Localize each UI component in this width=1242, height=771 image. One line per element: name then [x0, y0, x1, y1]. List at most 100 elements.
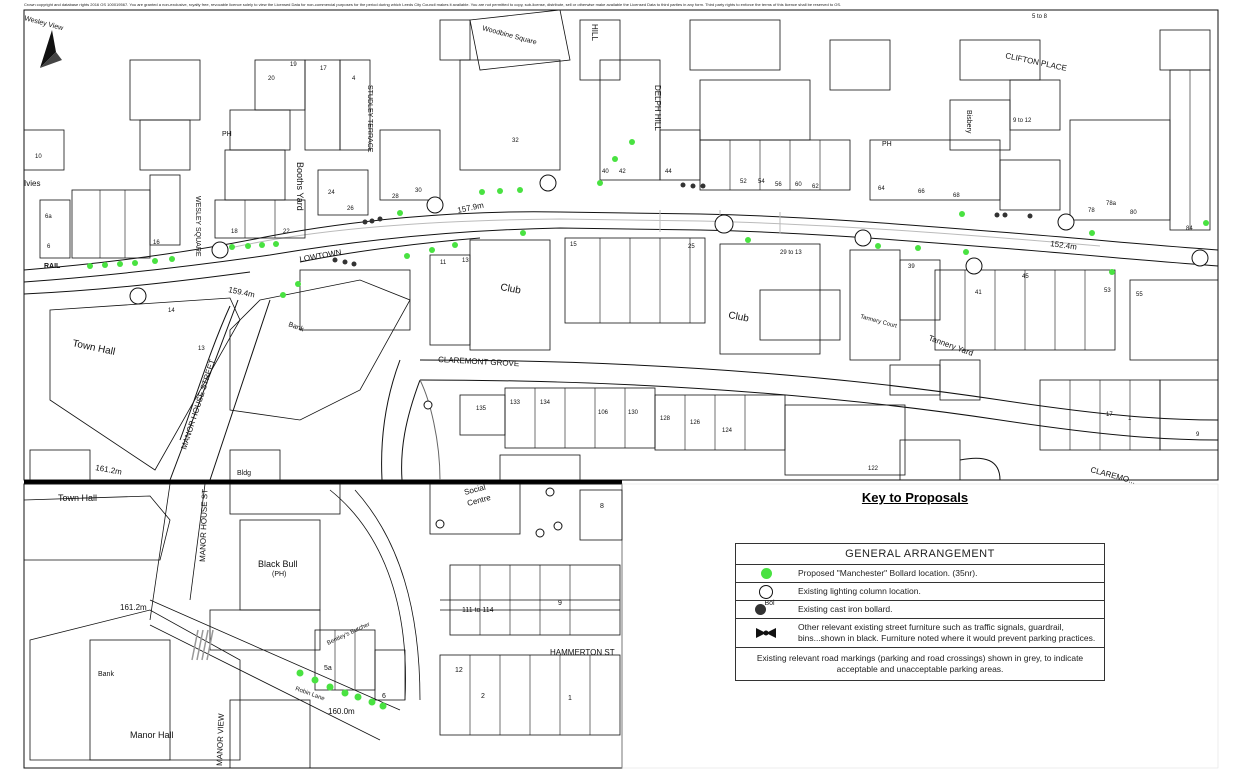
lighting-columns-top	[129, 174, 1209, 305]
house-number: 32	[512, 138, 519, 144]
house-number: 10	[35, 154, 42, 160]
claremont-grove-road	[381, 359, 1219, 481]
house-number: 55	[1136, 292, 1143, 298]
key-row-text: Proposed "Manchester" Bollard location. …	[798, 568, 978, 578]
house-number: 78	[1088, 208, 1095, 214]
house-number: 16	[153, 240, 160, 246]
house-number: 18	[231, 229, 238, 235]
house-number: 4	[352, 76, 356, 82]
house-number: 11	[440, 260, 447, 266]
key-row-bollard: Proposed "Manchester" Bollard location. …	[736, 565, 1104, 583]
house-number: 60	[795, 182, 802, 188]
cast-iron-bollards-top	[332, 182, 1033, 267]
house-number: 26	[347, 206, 354, 212]
house-number: 130	[628, 410, 639, 416]
bol-label: Bol	[764, 600, 775, 607]
house-number: 52	[740, 179, 747, 185]
place-ph-1: PH	[222, 131, 232, 138]
house-number: 24	[328, 190, 335, 196]
key-header: GENERAL ARRANGEMENT	[736, 544, 1104, 565]
house-number: 133	[510, 400, 521, 406]
house-number: 15	[570, 242, 577, 248]
house-number: 30	[415, 188, 422, 194]
proposed-bollards-top	[87, 139, 1209, 298]
street-booths-yard: Booths Yard	[295, 162, 305, 211]
green-dot-icon	[760, 568, 772, 579]
house-number: 1	[1128, 416, 1132, 422]
bowtie-icon	[756, 628, 776, 638]
house-number: 13	[198, 346, 205, 352]
street-hill: HILL	[590, 24, 599, 41]
label-ivies: Ivies	[24, 179, 40, 188]
north-arrow-icon: N	[40, 30, 62, 68]
house-number: 62	[812, 184, 819, 190]
street-studley-terrace: STUDLEY TERRACE	[366, 85, 373, 153]
house-number: 9 to 12	[1013, 118, 1032, 124]
house-number: 56	[775, 182, 782, 188]
house-number: 25	[688, 244, 695, 250]
house-number: 126	[690, 420, 701, 426]
key-row-text: Existing lighting column location.	[798, 586, 921, 596]
house-number: 64	[878, 186, 885, 192]
key-title: Key to Proposals	[861, 490, 969, 505]
key-row-lighting: Existing lighting column location.	[736, 583, 1104, 601]
house-number: 6a	[45, 214, 52, 220]
level-152-4: 152.4m	[1050, 239, 1078, 252]
house-number: 80	[1130, 210, 1137, 216]
house-number: 19	[290, 62, 297, 68]
house-number: 22	[283, 229, 290, 235]
lowtown-road	[23, 211, 1219, 295]
key-row-cast-iron: Bol Existing cast iron bollard.	[736, 600, 1104, 619]
key-note: Existing relevant road markings (parking…	[756, 653, 1084, 674]
house-number: 53	[1104, 288, 1111, 294]
label-rail: RAIL	[44, 263, 61, 270]
house-number: 9	[1196, 432, 1200, 438]
house-number: 29 to 13	[780, 250, 802, 256]
house-number: 128	[660, 416, 671, 422]
house-number: 135	[476, 406, 487, 412]
street-bisbery: Bisbery	[965, 110, 972, 134]
street-delph-hill: DELPH HILL	[653, 85, 662, 131]
place-club-1: Club	[499, 282, 522, 296]
street-claremont-grove: CLAREMONT GROVE	[438, 355, 520, 368]
house-number: 13	[462, 258, 469, 264]
house-number: 84	[1186, 226, 1193, 232]
key-row-text: Other relevant existing street furniture…	[798, 622, 1096, 643]
house-number: 106	[598, 410, 609, 416]
street-wesley-square: WESLEY SQUARE	[194, 196, 201, 257]
house-number: 122	[868, 466, 879, 472]
house-number: 54	[758, 179, 765, 185]
house-number: 39	[908, 264, 915, 270]
house-number: 78a	[1106, 201, 1117, 207]
house-number: 5 to 8	[1032, 14, 1048, 20]
place-ph-2: PH	[882, 141, 892, 148]
house-number: 41	[975, 290, 982, 296]
place-bldg: Bldg	[237, 470, 251, 477]
house-number: 66	[918, 189, 925, 195]
house-number: 6	[47, 244, 51, 250]
copyright-notice: Crown copyright and database rights 2016…	[24, 2, 842, 7]
house-number: 20	[268, 76, 275, 82]
house-number: 45	[1022, 274, 1029, 280]
manor-house-street	[169, 299, 271, 481]
open-circle-icon	[759, 584, 773, 599]
key-row-furniture: Other relevant existing street furniture…	[736, 619, 1104, 648]
building-partitions	[99, 70, 1191, 450]
key-table: GENERAL ARRANGEMENT Proposed "Manchester…	[735, 543, 1105, 681]
house-number: 124	[722, 428, 733, 434]
house-number: 134	[540, 400, 551, 406]
house-number: 40	[602, 169, 609, 175]
house-number: 44	[665, 169, 672, 175]
key-row-note: Existing relevant road markings (parking…	[736, 648, 1104, 680]
house-number: 17	[320, 66, 327, 72]
house-number: 68	[953, 193, 960, 199]
house-number: 14	[168, 308, 175, 314]
black-dot-icon	[755, 604, 767, 615]
key-row-text: Existing cast iron bollard.	[798, 604, 893, 614]
house-number: 42	[619, 169, 626, 175]
svg-text:N: N	[47, 46, 54, 56]
house-number: 28	[392, 194, 399, 200]
buildings-top-left	[23, 9, 1211, 259]
